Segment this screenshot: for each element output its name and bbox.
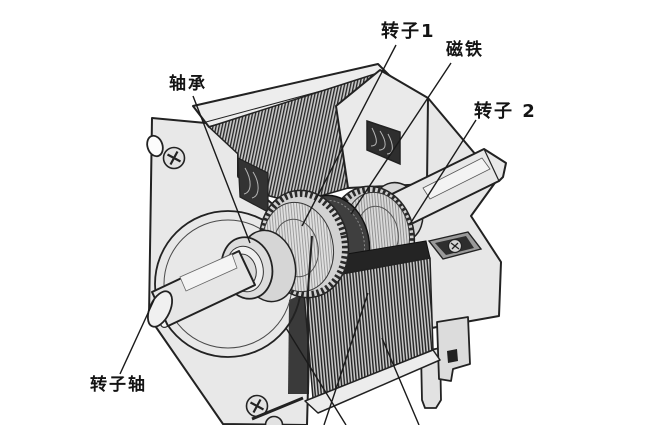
rotor-1-teeth xyxy=(259,189,349,299)
front-rotor-shaft xyxy=(146,250,256,328)
leader-bottom-3 xyxy=(381,337,420,425)
leader-lines xyxy=(119,44,477,425)
corner-hole xyxy=(146,134,164,158)
leader-magnet xyxy=(350,62,452,215)
label-rotor2: 转子 2 xyxy=(474,101,537,122)
leader-bottom-2 xyxy=(285,327,347,425)
label-magnet: 磁铁 xyxy=(446,40,484,60)
leader-bearing xyxy=(192,95,251,244)
screw-head-icon xyxy=(264,415,284,425)
leader-rotor1 xyxy=(301,44,397,227)
leader-rotor-shaft xyxy=(119,299,155,375)
plate-cut-edge xyxy=(307,235,313,394)
housing-bottom-rim xyxy=(304,349,441,414)
leader-rotor2 xyxy=(409,119,477,225)
housing-bottom-edge xyxy=(251,396,304,421)
leader-bottom-1 xyxy=(323,292,369,425)
screw-head-icon xyxy=(162,146,186,170)
connector-tab xyxy=(436,316,471,382)
label-bearing: 轴承 xyxy=(169,74,207,94)
shaft-key-flat xyxy=(179,253,238,292)
stator-coil-end-left xyxy=(237,157,269,214)
label-rotor-shaft: 转子轴 xyxy=(90,375,147,395)
rotor-2-teeth xyxy=(329,185,415,287)
label-rotor1: 转子1 xyxy=(381,21,436,42)
